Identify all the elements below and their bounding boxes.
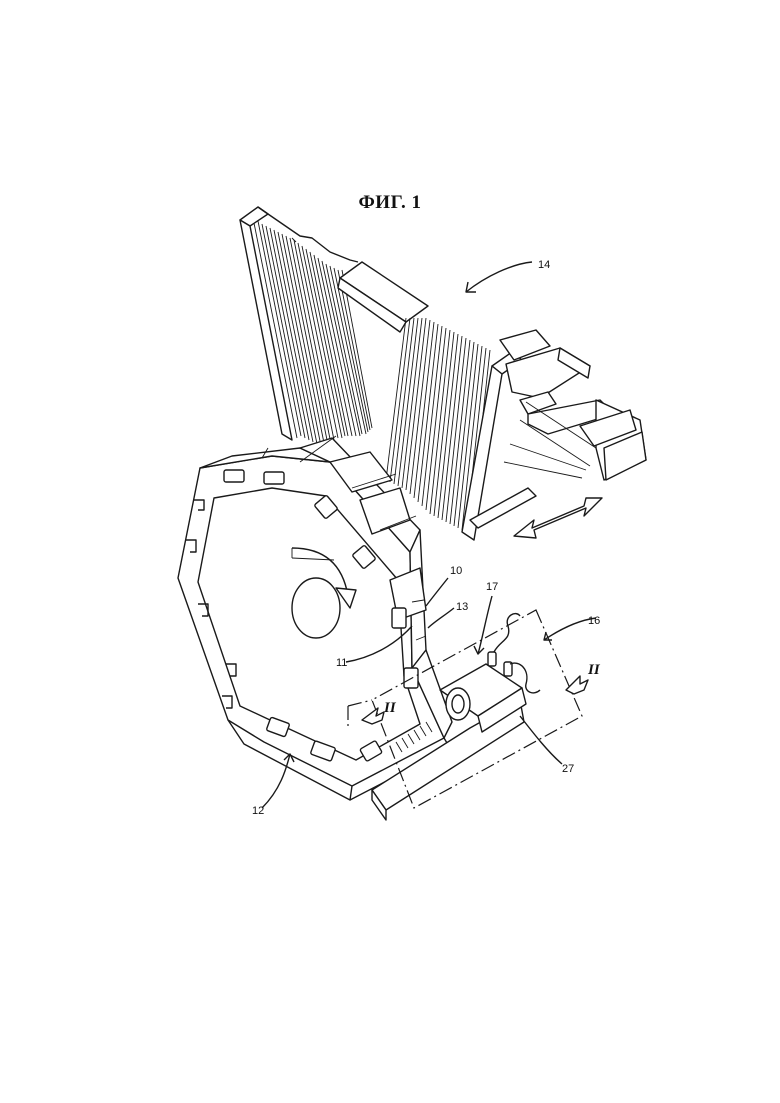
ref-14: 14 [538, 259, 550, 271]
section-marker-right: II [566, 662, 601, 694]
section-label-right: II [587, 662, 601, 678]
double-arrow-icon [514, 498, 602, 538]
ref-11: 11 [336, 657, 347, 669]
ref-27: 27 [562, 763, 574, 775]
ref-12: 12 [252, 805, 264, 817]
ref-10: 10 [450, 565, 462, 577]
ref-17: 17 [486, 581, 498, 593]
ref-16: 16 [588, 615, 600, 627]
ref-13: 13 [456, 601, 468, 613]
section-label-left: II [383, 700, 397, 716]
